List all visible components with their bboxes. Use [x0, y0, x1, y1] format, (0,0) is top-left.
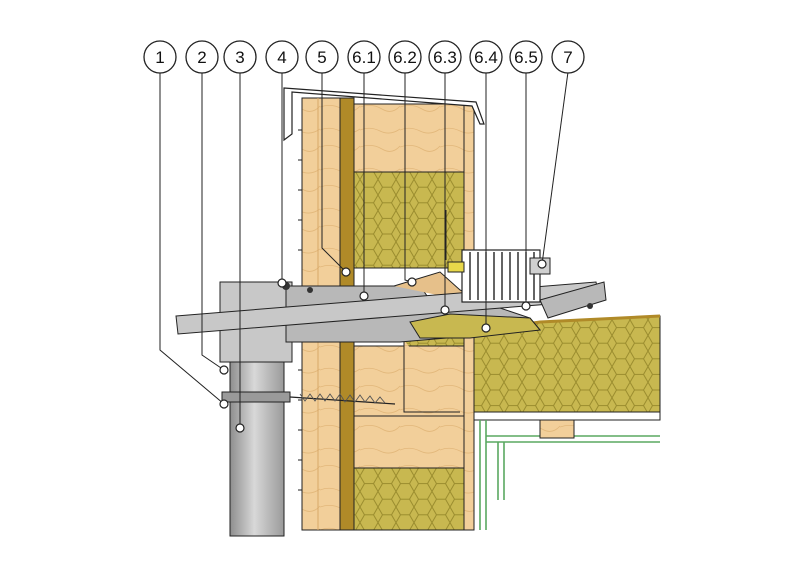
- callout-5-label: 5: [317, 48, 326, 67]
- callout-4: 4: [265, 40, 299, 74]
- callout-7: 7: [551, 40, 585, 74]
- callout-6-1: 6.1: [347, 40, 381, 74]
- callout-3-label: 3: [235, 48, 244, 67]
- callout-6-1-label: 6.1: [352, 48, 376, 67]
- top-flashing: [283, 87, 485, 142]
- interior-frame: [459, 411, 661, 530]
- callout-3: 3: [223, 40, 257, 74]
- callout-6-4-label: 6.4: [474, 48, 498, 67]
- callout-1: 1: [143, 40, 177, 74]
- fixing-screw: [289, 393, 396, 405]
- callout-6-3: 6.3: [428, 40, 462, 74]
- callout-6-2-label: 6.2: [393, 48, 417, 67]
- callout-4-label: 4: [277, 48, 286, 67]
- callout-7-label: 7: [563, 48, 572, 67]
- callout-6-3-label: 6.3: [433, 48, 457, 67]
- callout-5: 5: [305, 40, 339, 74]
- target-markers: [219, 259, 547, 433]
- callout-6-5-label: 6.5: [514, 48, 538, 67]
- callout-6-2: 6.2: [388, 40, 422, 74]
- callout-6-4: 6.4: [469, 40, 503, 74]
- gravel-guard: [445, 210, 551, 303]
- callout-6-5: 6.5: [509, 40, 543, 74]
- callout-2: 2: [185, 40, 219, 74]
- callout-2-label: 2: [197, 48, 206, 67]
- callout-1-label: 1: [155, 48, 164, 67]
